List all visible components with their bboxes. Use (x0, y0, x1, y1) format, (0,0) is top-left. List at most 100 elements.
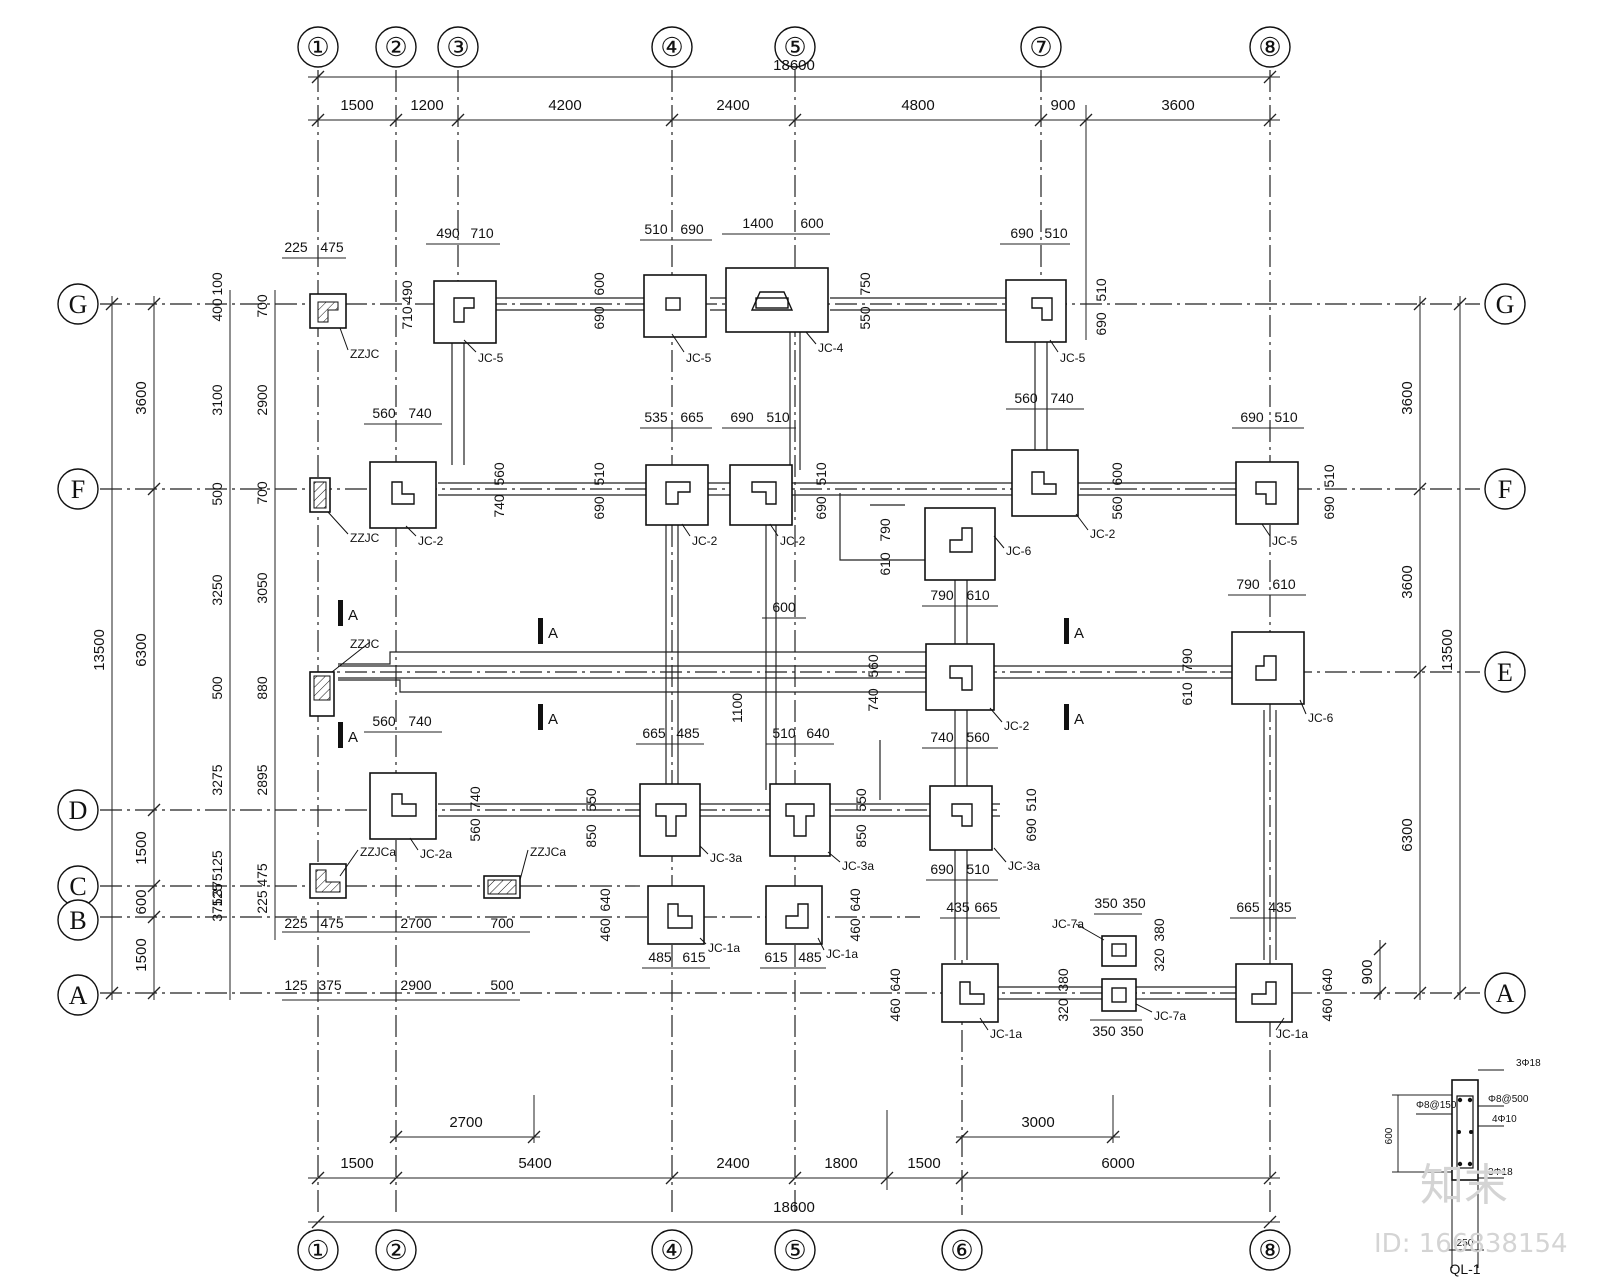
svg-text:13500: 13500 (1439, 629, 1456, 671)
section-mark: A (338, 722, 358, 748)
svg-text:550: 550 (583, 788, 599, 812)
axis-bubble-4-top: ④ (651, 26, 693, 68)
svg-text:880: 880 (254, 676, 270, 700)
svg-text:485: 485 (798, 949, 822, 965)
svg-text:G: G (69, 290, 88, 319)
svg-text:475: 475 (254, 863, 270, 887)
svg-text:665: 665 (1236, 899, 1260, 915)
svg-text:1500: 1500 (907, 1155, 940, 1172)
svg-text:690: 690 (1010, 225, 1034, 241)
svg-text:4800: 4800 (901, 97, 934, 114)
svg-text:510: 510 (1023, 788, 1039, 812)
svg-text:3600: 3600 (1161, 97, 1194, 114)
svg-text:A: A (69, 981, 88, 1010)
svg-text:850: 850 (583, 824, 599, 848)
svg-text:500: 500 (209, 482, 225, 506)
svg-text:JC-3a: JC-3a (842, 859, 874, 873)
svg-text:E: E (1497, 658, 1513, 687)
svg-text:JC-1a: JC-1a (1276, 1027, 1308, 1041)
svg-text:710: 710 (470, 225, 494, 241)
svg-text:475: 475 (320, 239, 344, 255)
zzjca-c1 (309, 863, 347, 899)
svg-text:510: 510 (591, 462, 607, 486)
svg-text:1200: 1200 (410, 97, 443, 114)
svg-text:790: 790 (930, 587, 954, 603)
svg-text:460: 460 (1319, 998, 1335, 1022)
footing-labels: JC-5 JC-5 JC-4 JC-5 JC-2 JC-2 JC-2 JC-6 … (327, 327, 1334, 1041)
svg-text:690: 690 (730, 409, 754, 425)
footing-jc3a-d4 (639, 783, 701, 857)
svg-text:475: 475 (320, 915, 344, 931)
axis-bubble-E-right: E (1484, 651, 1526, 693)
svg-text:435: 435 (946, 899, 970, 915)
footing-jc3a-d6 (929, 785, 993, 851)
svg-text:JC-7a: JC-7a (1052, 917, 1084, 931)
svg-text:600: 600 (591, 272, 607, 296)
footing-jc6-e8 (1231, 631, 1305, 705)
svg-text:⑧: ⑧ (1258, 1236, 1281, 1265)
svg-text:JC-5: JC-5 (478, 351, 504, 365)
svg-text:①: ① (306, 33, 329, 62)
svg-text:665: 665 (642, 725, 666, 741)
zzjca-c2 (483, 875, 521, 899)
svg-text:740: 740 (930, 729, 954, 745)
svg-text:560: 560 (491, 462, 507, 486)
svg-text:690: 690 (813, 496, 829, 520)
svg-text:510: 510 (1093, 278, 1109, 302)
svg-text:790: 790 (1236, 576, 1260, 592)
axis-bubble-5-top: ⑤ (774, 26, 816, 68)
footings (369, 267, 1305, 1023)
svg-text:665: 665 (974, 899, 998, 915)
axis-bubble-5-bottom: ⑤ (774, 1229, 816, 1271)
svg-text:A: A (548, 625, 558, 642)
svg-text:225: 225 (254, 890, 270, 914)
svg-text:④: ④ (660, 1236, 683, 1265)
svg-text:900: 900 (1050, 97, 1075, 114)
zzjc-footings (309, 293, 521, 899)
svg-text:560: 560 (372, 713, 396, 729)
svg-text:⑦: ⑦ (1029, 33, 1052, 62)
svg-text:510: 510 (772, 725, 796, 741)
svg-text:640: 640 (597, 888, 613, 912)
svg-text:3600: 3600 (133, 381, 150, 414)
svg-text:600: 600 (772, 599, 796, 615)
svg-text:⑤: ⑤ (783, 33, 806, 62)
section-mark: A (538, 618, 558, 644)
zzjc-g (309, 293, 347, 329)
watermark-logo: 知末 (1420, 1160, 1508, 1211)
svg-text:375: 375 (209, 898, 225, 922)
svg-text:18600: 18600 (773, 57, 815, 74)
svg-text:100: 100 (209, 272, 225, 296)
footing-jc2-f4 (645, 464, 709, 526)
svg-text:600: 600 (800, 215, 824, 231)
svg-text:400: 400 (209, 298, 225, 322)
footing-jc5-g3 (433, 280, 497, 344)
svg-text:690: 690 (930, 861, 954, 877)
svg-text:740: 740 (408, 405, 432, 421)
svg-text:ZZJC: ZZJC (350, 531, 380, 545)
section-mark: A (338, 600, 358, 626)
svg-text:A: A (348, 729, 358, 746)
svg-text:2700: 2700 (449, 1114, 482, 1131)
svg-text:JC-2: JC-2 (692, 534, 718, 548)
svg-text:740: 740 (491, 494, 507, 518)
svg-text:510: 510 (1044, 225, 1068, 241)
svg-text:690: 690 (591, 496, 607, 520)
axis-bubble-G-left: G (57, 283, 99, 325)
svg-text:510: 510 (766, 409, 790, 425)
footing-jc4-g5 (725, 267, 829, 333)
svg-text:①: ① (306, 1236, 329, 1265)
zzjc-e (309, 671, 335, 717)
svg-text:1800: 1800 (824, 1155, 857, 1172)
svg-text:610: 610 (966, 587, 990, 603)
axis-bubble-A-left: A (57, 974, 99, 1016)
svg-text:550: 550 (857, 306, 873, 330)
axis-bubble-B-left: B (57, 899, 99, 941)
svg-text:790: 790 (877, 518, 893, 542)
axis-bubble-3-top: ③ (437, 26, 479, 68)
svg-text:4200: 4200 (548, 97, 581, 114)
svg-text:740: 740 (1050, 390, 1074, 406)
svg-text:A: A (548, 711, 558, 728)
svg-text:1500: 1500 (133, 831, 150, 864)
svg-text:3600: 3600 (1399, 565, 1416, 598)
